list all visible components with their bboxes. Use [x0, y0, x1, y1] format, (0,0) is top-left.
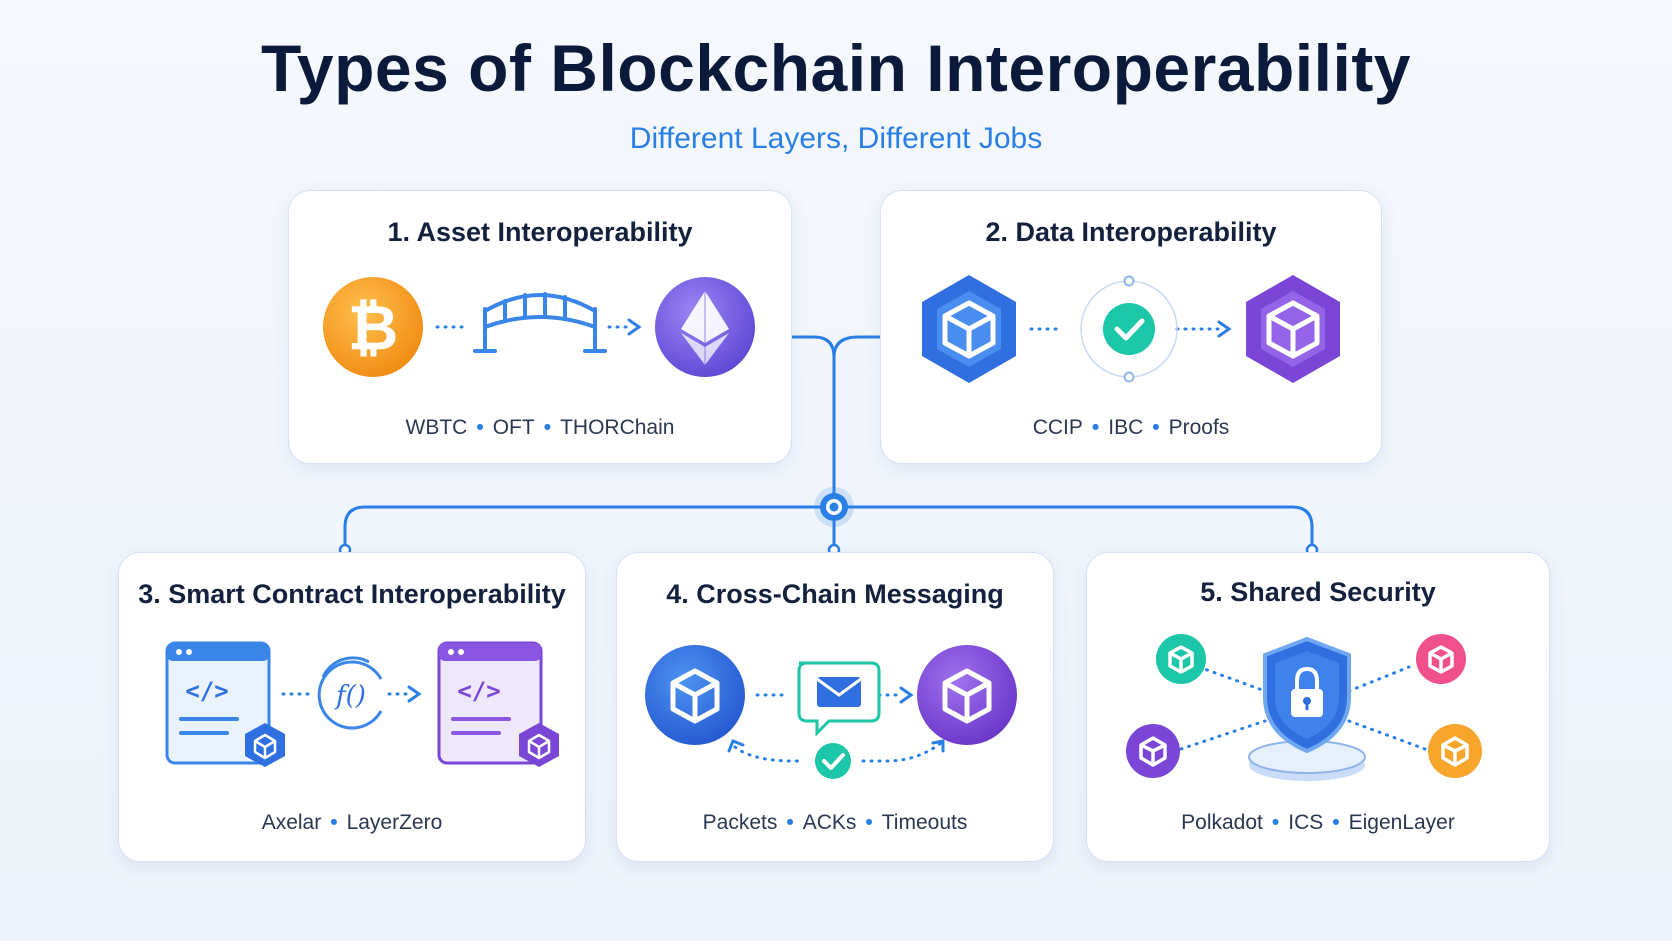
separator-dot: • [786, 811, 794, 834]
tag: Proofs [1168, 416, 1230, 439]
page-title: Types of Blockchain Interoperability [260, 31, 1412, 105]
data-proof-illustration [922, 275, 1340, 383]
svg-text:</>: </> [185, 677, 228, 705]
function-label: f() [334, 681, 366, 711]
ethereum-icon [655, 277, 755, 377]
card-data-interoperability: 2. Data Interoperability [880, 190, 1382, 464]
card-asset-interoperability: 1. Asset Interoperability ₿ [288, 190, 792, 464]
purple-chain-icon [1246, 275, 1340, 383]
orange-chain-node-icon [1428, 724, 1482, 778]
card-tags: CCIP • IBC • Proofs [881, 416, 1381, 440]
source-contract-window-icon: </> [165, 641, 285, 767]
bridge-icon [473, 292, 607, 353]
separator-dot: • [330, 811, 338, 834]
tag: ICS [1288, 811, 1324, 834]
separator-dot: • [1152, 416, 1160, 439]
card-title: 1. Asset Interoperability [387, 217, 693, 247]
card-title: 2. Data Interoperability [985, 217, 1277, 247]
card-smart-contract-interoperability: 3. Smart Contract Interoperability </> f… [118, 552, 586, 862]
card-title: 3. Smart Contract Interoperability [138, 579, 566, 609]
blue-chain-icon [922, 275, 1016, 383]
card-tags: WBTC • OFT • THORChain [289, 416, 791, 440]
bitcoin-icon: ₿ [323, 277, 423, 377]
tag: Packets [702, 811, 778, 834]
tag: ACKs [802, 811, 857, 834]
tag: CCIP [1032, 416, 1083, 439]
separator-dot: • [1271, 811, 1280, 834]
card-title: 5. Shared Security [1200, 577, 1436, 607]
card-tags: Packets • ACKs • Timeouts [617, 811, 1053, 835]
message-envelope-icon [797, 661, 881, 737]
svg-text:</>: </> [457, 677, 500, 705]
teal-chain-node-icon [1156, 634, 1206, 684]
tag: IBC [1108, 416, 1144, 439]
security-platform-icon [1248, 740, 1366, 781]
shared-security-illustration [1126, 634, 1482, 781]
tag: THORChain [560, 416, 675, 439]
tag: EigenLayer [1348, 811, 1455, 834]
smart-contract-illustration: </> f() </> [165, 641, 559, 767]
source-chain-icon [645, 645, 745, 745]
verification-check-icon [1080, 275, 1178, 383]
card-cross-chain-messaging: 4. Cross-Chain Messaging [616, 552, 1054, 862]
card-tags: Polkadot • ICS • EigenLayer [1087, 811, 1549, 835]
tag: LayerZero [346, 811, 443, 834]
tag: Timeouts [881, 811, 968, 834]
separator-dot: • [543, 416, 552, 439]
card-shared-security: 5. Shared Security [1086, 552, 1550, 862]
card-title: 4. Cross-Chain Messaging [666, 579, 1004, 609]
separator-dot: • [865, 811, 873, 834]
separator-dot: • [476, 416, 484, 439]
svg-text:₿: ₿ [348, 291, 399, 364]
ack-check-icon [815, 743, 851, 779]
destination-chain-icon [917, 645, 1017, 745]
tag: WBTC [405, 416, 468, 439]
separator-dot: • [1332, 811, 1340, 834]
shield-lock-icon [1263, 636, 1351, 754]
messaging-illustration [645, 645, 1017, 779]
purple-chain-node-icon [1126, 724, 1180, 778]
function-call-icon [317, 656, 383, 730]
tag: OFT [492, 416, 535, 439]
tag: Polkadot [1181, 811, 1263, 834]
separator-dot: • [1091, 416, 1100, 439]
tag: Axelar [261, 811, 322, 834]
asset-bridge-illustration: ₿ [323, 277, 755, 377]
page-subtitle: Different Layers, Different Jobs [629, 122, 1043, 155]
pink-chain-node-icon [1416, 634, 1466, 684]
target-contract-window-icon: </> [437, 641, 559, 767]
card-tags: Axelar • LayerZero [119, 811, 585, 835]
